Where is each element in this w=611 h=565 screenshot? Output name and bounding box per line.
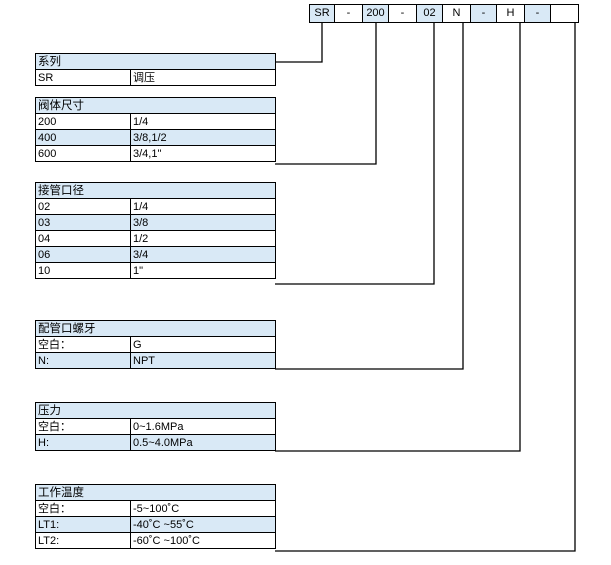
table-row: H:0.5~4.0MPa bbox=[35, 434, 276, 451]
connector-thread bbox=[275, 23, 464, 370]
connector-port-size bbox=[275, 23, 435, 285]
code-segment: - bbox=[471, 4, 497, 23]
code-segment bbox=[551, 4, 579, 23]
option-code: 200 bbox=[35, 113, 131, 130]
option-code: LT2: bbox=[35, 532, 131, 549]
option-code: LT1: bbox=[35, 516, 131, 533]
code-segment: - bbox=[389, 4, 417, 23]
option-value: 1" bbox=[130, 262, 276, 279]
option-value: 3/4 bbox=[130, 246, 276, 263]
table-title: 接管口径 bbox=[35, 182, 276, 199]
option-value: NPT bbox=[130, 352, 276, 369]
table-row: 空白：0~1.6MPa bbox=[35, 418, 276, 435]
code-segment: SR bbox=[309, 4, 335, 23]
option-value: 调压 bbox=[130, 69, 276, 86]
table-row: LT1:-40˚C ~55˚C bbox=[35, 516, 276, 533]
connector-temperature bbox=[275, 23, 576, 552]
connector-body-size bbox=[275, 23, 377, 165]
option-code: SR bbox=[35, 69, 131, 86]
code-segment: N bbox=[443, 4, 471, 23]
code-segment: - bbox=[335, 4, 363, 23]
option-code: H: bbox=[35, 434, 131, 451]
table-title: 压力 bbox=[35, 402, 276, 419]
code-segment: 200 bbox=[363, 4, 389, 23]
table-row: 空白：-5~100˚C bbox=[35, 500, 276, 517]
code-segment: H bbox=[497, 4, 525, 23]
option-code: N: bbox=[35, 352, 131, 369]
table-title: 阀体尺寸 bbox=[35, 97, 276, 114]
code-segment: - bbox=[525, 4, 551, 23]
option-value: 0.5~4.0MPa bbox=[130, 434, 276, 451]
connector-series bbox=[275, 23, 323, 63]
table-row: LT2:-60˚C ~100˚C bbox=[35, 532, 276, 549]
code-segment: 02 bbox=[417, 4, 443, 23]
connector-pressure bbox=[275, 23, 521, 452]
option-value: -40˚C ~55˚C bbox=[130, 516, 276, 533]
option-code: 03 bbox=[35, 214, 131, 231]
option-value: 3/4,1" bbox=[130, 145, 276, 162]
option-value: 3/8 bbox=[130, 214, 276, 231]
table-row: N:NPT bbox=[35, 352, 276, 369]
option-value: -60˚C ~100˚C bbox=[130, 532, 276, 549]
option-code: 10 bbox=[35, 262, 131, 279]
table-title: 配管口螺牙 bbox=[35, 320, 276, 337]
table-row: 空白：G bbox=[35, 336, 276, 353]
